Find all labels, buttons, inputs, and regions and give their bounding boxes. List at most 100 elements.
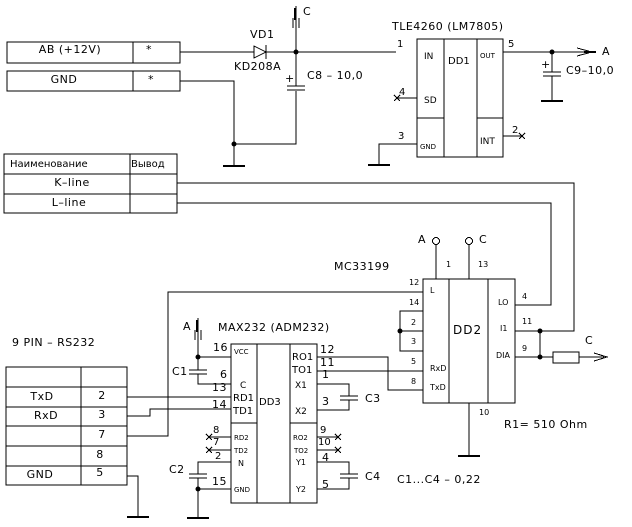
dd3-pinnum-13: 13	[212, 381, 227, 394]
rs232-row-gnd: GND	[27, 468, 54, 481]
dd3-pin-td2: TD2	[233, 447, 248, 455]
junction-dot	[537, 328, 543, 334]
dd3-pin-n: N	[238, 459, 244, 468]
dd3-pinnum-2: 2	[215, 451, 221, 462]
c9-polarity: +	[541, 58, 551, 71]
dd2-pinnum-11: 11	[522, 317, 532, 326]
dd1-pinnum-int: 2	[512, 125, 518, 136]
wire-l-line	[177, 202, 552, 306]
wire-pin7-to-l	[127, 291, 423, 437]
rs232-pin-2: 2	[98, 389, 106, 402]
dd2-pinnum-13: 13	[478, 260, 488, 269]
dd1-pinnum-sd: 4	[399, 87, 405, 98]
dd3-pin-rd1: RD1	[233, 393, 254, 404]
dd2-pinnum-8: 8	[411, 377, 416, 386]
c3-label: C3	[365, 392, 381, 405]
dd3-pin-to1: TO1	[291, 365, 312, 376]
caps-note: C1...C4 – 0,22	[397, 473, 481, 486]
c1-label: C1	[172, 365, 188, 378]
dd1-pin-gnd: GND	[420, 143, 436, 151]
dd3-pin-ro1: RO1	[292, 352, 313, 363]
net-c-arrow-icon	[292, 6, 300, 52]
dd3-pinnum-12: 12	[320, 343, 335, 356]
dd1-title: TLE4260 (LM7805)	[391, 20, 504, 33]
dd2-pinnum-2: 2	[411, 318, 416, 327]
net-c-label: C	[303, 5, 311, 18]
dd2-pin-lo: LO	[498, 298, 508, 307]
dd2-pinnum-14: 14	[409, 298, 419, 307]
dd3-title: MAX232 (ADM232)	[218, 321, 330, 334]
vd1-part: KD208A	[234, 60, 281, 73]
dd3-pinnum-11: 11	[320, 356, 335, 369]
dd3-pin-ro2: RO2	[293, 434, 308, 442]
rs232-title: 9 PIN – RS232	[12, 336, 95, 349]
wire-k-line	[177, 182, 575, 332]
dd3-pin-y2: Y2	[295, 485, 306, 494]
kline-row-l: L–line	[52, 196, 86, 209]
dd3-pin-x2: X2	[295, 407, 307, 417]
dd3-pinnum-4: 4	[322, 451, 330, 464]
dd3-pinnum-9: 9	[320, 425, 326, 436]
dd3-pin-td1: TD1	[232, 406, 253, 417]
dd2-pin-dia: DIA	[496, 351, 511, 360]
wire-rxd	[127, 408, 231, 417]
r1-label: R1= 510 Ohm	[504, 418, 588, 431]
dd2-pin-l: L	[430, 286, 435, 295]
c9-label: C9–10,0	[566, 64, 614, 77]
no-connect-icon	[334, 433, 342, 441]
power-gnd-pin: *	[148, 73, 154, 86]
rs232-row-rxd: RxD	[34, 409, 58, 422]
dd2-pinnum-10: 10	[479, 408, 489, 417]
dd1-pinnum-gnd: 3	[398, 131, 404, 142]
c4-label: C4	[365, 470, 381, 483]
net-c-arrow-icon	[593, 352, 609, 362]
dd3-pinnum-3: 3	[322, 395, 330, 408]
no-connect-icon	[518, 132, 526, 140]
dd2-pin-rxd: RxD	[430, 364, 446, 373]
power-ab-label: AB (+12V)	[39, 43, 101, 56]
dd2-top-net-c: C	[479, 233, 487, 246]
dd3-pinnum-6: 6	[220, 368, 228, 381]
dd2-pinnum-4: 4	[522, 292, 527, 301]
dd2-pin-i1: I1	[500, 324, 507, 333]
dd3-pin-x1: X1	[295, 381, 307, 391]
junction-dot	[397, 328, 403, 334]
dd3-pinnum-10: 10	[318, 437, 331, 448]
no-connect-icon	[205, 446, 213, 454]
rs232-table	[5, 366, 128, 486]
power-row-gnd	[6, 70, 181, 92]
dd2-title: MC33199	[334, 260, 390, 273]
dd2-pin-txd: TxD	[429, 383, 446, 392]
dd2-pinnum-3: 3	[411, 337, 416, 346]
dd3-ref: DD3	[259, 397, 281, 408]
wire-gnd	[180, 80, 235, 160]
wire-c8-gnd	[234, 91, 297, 145]
resistor-r1	[552, 351, 580, 364]
dd3-pin-y1: Y1	[295, 458, 306, 467]
dd3-pinnum-16: 16	[213, 341, 228, 354]
ic-dd3	[230, 343, 318, 504]
dd2-pinnum-1: 1	[446, 260, 451, 269]
dd1-ref: DD1	[448, 56, 470, 67]
dd1-pin-in: IN	[424, 52, 433, 62]
dd3-pin-c: C	[240, 381, 246, 391]
dd3-pinnum-7: 7	[213, 437, 219, 448]
dd3-pinnum-14: 14	[212, 398, 227, 411]
dd1-pinnum-in: 1	[397, 39, 403, 50]
dd2-pinnum-5: 5	[411, 357, 416, 366]
dd2-ref: DD2	[453, 323, 482, 337]
dd1-pin-sd: SD	[424, 96, 437, 106]
dd3-pin-rd2: RD2	[234, 434, 249, 442]
kline-row-k: K–line	[54, 176, 90, 189]
dd2-pinnum-9: 9	[522, 344, 527, 353]
junction-dot	[195, 486, 201, 492]
power-connector: AB (+12V) * GND *	[6, 41, 181, 92]
no-connect-icon	[393, 94, 401, 102]
rs232-pin-5: 5	[96, 466, 104, 479]
dd3-pinnum-15: 15	[212, 475, 227, 488]
dd3-pin-vcc: VCC	[234, 348, 249, 356]
ic-dd2	[422, 278, 516, 404]
net-a-label: A	[602, 45, 610, 58]
vd1-ref: VD1	[250, 28, 275, 41]
dd2-pinnum-12: 12	[409, 278, 419, 287]
